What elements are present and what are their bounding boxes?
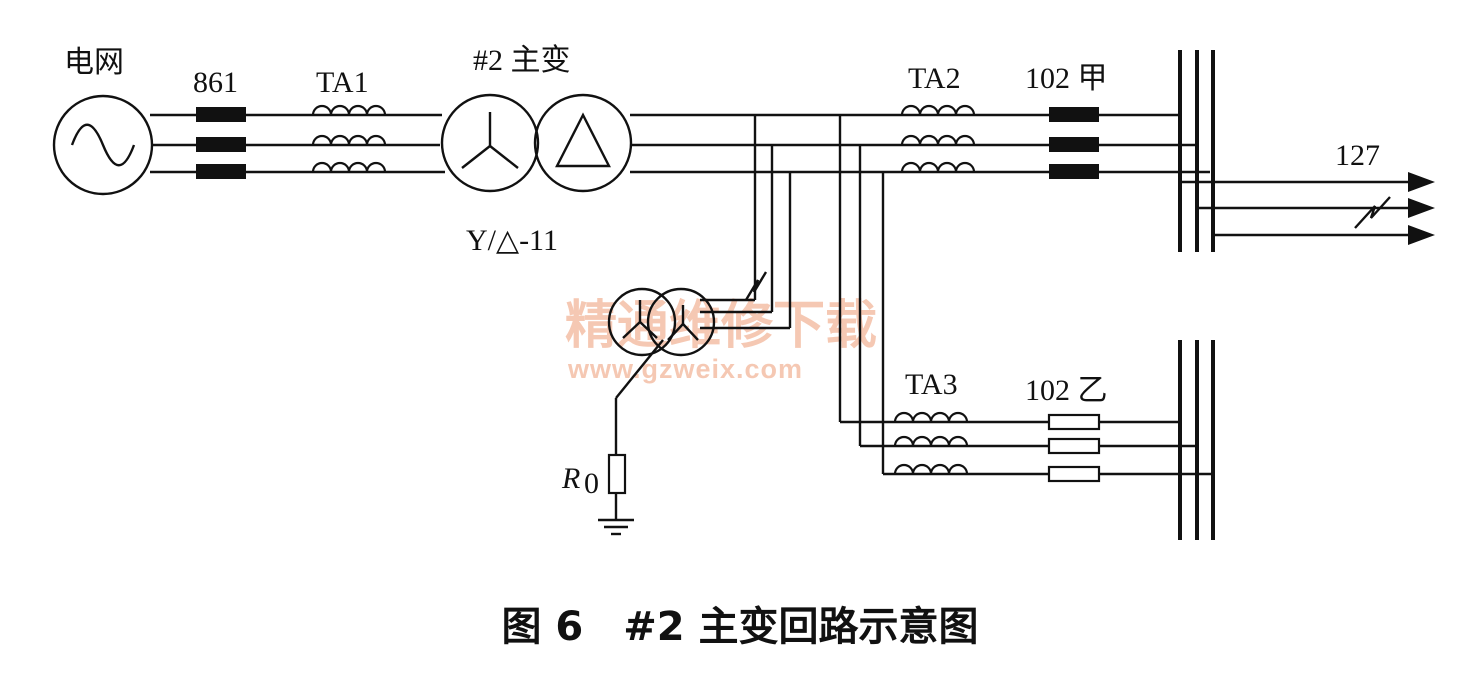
breaker-102a-label: 102 甲 [1025,62,1108,95]
ta3-label: TA3 [905,368,958,401]
breaker-102b-symbol [1047,413,1101,483]
feeder-127-lines [1180,172,1435,245]
resistor-subscript: 0 [584,467,599,500]
ta1-label: TA1 [316,66,369,99]
breaker-861-label: 861 [193,66,238,99]
upper-busbar [1178,50,1215,252]
grid-source-symbol [52,94,154,196]
station-transformer-symbol [607,287,716,357]
watermark-text: 精通维修下载 [565,295,877,356]
watermark-url: www.gzweix.com [567,354,803,384]
figure-caption: 图 6 #2 主变回路示意图 [501,604,978,650]
breaker-861-symbol [196,107,246,179]
neutral-grounding-resistor [607,339,664,520]
lower-busbar [1178,340,1215,540]
resistor-label: R [561,462,580,495]
left-three-phase-lines [150,113,445,174]
grid-label: 电网 [64,46,124,79]
ta2-label: TA2 [908,62,961,95]
ground-icon [598,518,634,536]
breaker-102b-label: 102 乙 [1025,374,1108,407]
vector-group-label: Y/△-11 [466,224,558,257]
transformer-label: #2 主变 [473,44,571,77]
feeder-127-label: 127 [1335,139,1380,172]
breaker-102a-symbol [1049,107,1099,179]
main-transformer-symbol [440,93,633,193]
station-transformer-tap-lines [700,115,792,330]
